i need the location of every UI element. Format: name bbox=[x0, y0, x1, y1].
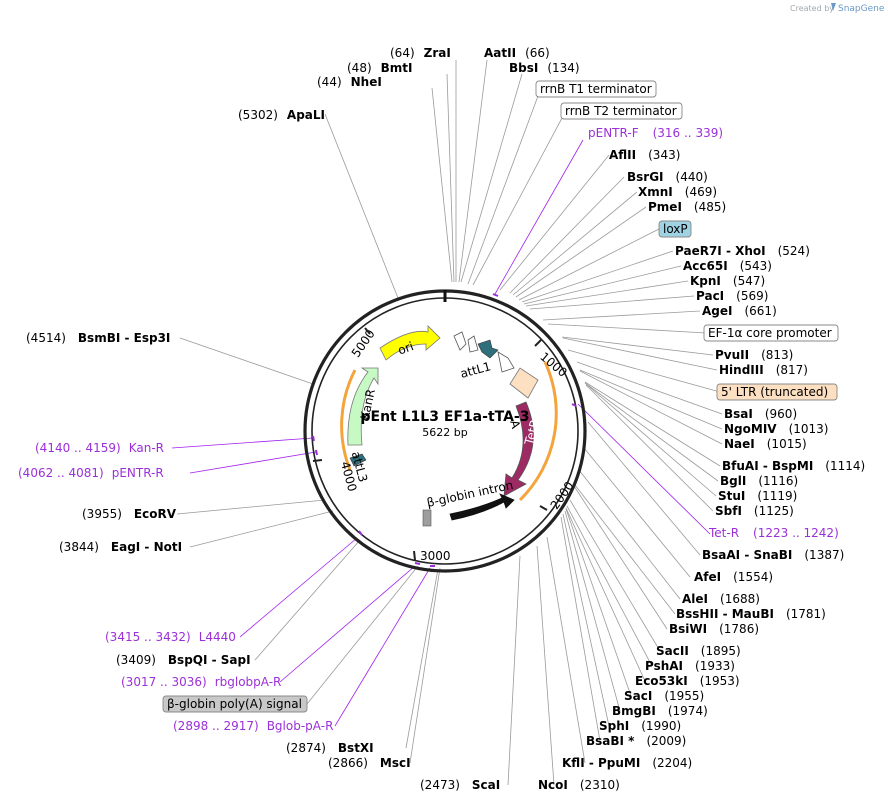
enzyme-kpni: KpnI(547) bbox=[690, 274, 765, 288]
enzyme-xmni: XmnI(469) bbox=[638, 185, 717, 199]
enzyme-eagi: (3844)EagI - NotI bbox=[59, 540, 182, 554]
attl1-feature-arrow[interactable] bbox=[477, 339, 499, 359]
primer-markers bbox=[312, 293, 577, 567]
primer-l4440: (3415 .. 3432)L4440 bbox=[105, 630, 236, 644]
enzyme-kfli: KflI - PpuMI(2204) bbox=[562, 756, 692, 770]
primer-kan-r: (4140 .. 4159)Kan-R bbox=[35, 441, 164, 455]
enzyme-apali: (5302)ApaLI bbox=[238, 108, 325, 122]
tick-2000: 2000 bbox=[548, 479, 577, 512]
ruler-ticks bbox=[312, 327, 548, 561]
enzyme-bsaai: BsaAI - SnaBI(1387) bbox=[702, 548, 844, 562]
enzyme-naei: NaeI(1015) bbox=[724, 437, 807, 451]
enzyme-bsshii: BssHII - MauBI(1781) bbox=[676, 607, 826, 621]
feature-box-bglob-polya[interactable]: β-globin poly(A) signal bbox=[162, 695, 308, 713]
enzyme-stui: StuI(1119) bbox=[718, 489, 797, 503]
feature-box-rrnb-t1[interactable]: rrnB T1 terminator bbox=[535, 80, 657, 98]
enzyme-aatii: AatII(66) bbox=[484, 46, 550, 60]
enzyme-hindiii: HindIII(817) bbox=[719, 363, 808, 377]
feature-box-rrnb-t2-label: rrnB T2 terminator bbox=[565, 104, 677, 118]
small-white-arrow-2 bbox=[467, 335, 479, 353]
enzyme-scai: (2473)ScaI bbox=[420, 778, 500, 792]
enzyme-bmgbi: BmgBI(1974) bbox=[612, 704, 708, 718]
primer-bglob-pa-r: (2898 .. 2917)Bglob-pA-R bbox=[173, 719, 333, 733]
kanr-orange-arc bbox=[340, 369, 357, 471]
enzyme-acc65i: Acc65I(543) bbox=[683, 259, 772, 273]
attl3-feature-arrow[interactable] bbox=[349, 453, 367, 467]
primer-pentr-f: pENTR-F(316 .. 339) bbox=[588, 126, 723, 140]
tetr-label: TetR bbox=[522, 418, 542, 447]
enzyme-alei: AleI(1688) bbox=[682, 592, 760, 606]
plasmid-size: 5622 bp bbox=[422, 426, 467, 439]
attl1-label: attL1 bbox=[459, 359, 493, 381]
enzyme-paci: PacI(569) bbox=[696, 289, 768, 303]
feature-box-loxp[interactable]: loxP bbox=[658, 220, 692, 238]
credit-prefix: Created by bbox=[790, 4, 834, 13]
plasmid-name: pEnt L1L3 EF1a-tTA-3 bbox=[361, 409, 530, 425]
feature-box-rrnb-t1-label: rrnB T1 terminator bbox=[540, 82, 652, 96]
bglobin-intron-arrow[interactable] bbox=[449, 493, 515, 521]
enzyme-zrai: (64)ZraI bbox=[390, 46, 451, 60]
feature-box-ef1a[interactable]: EF-1α core promoter bbox=[703, 324, 839, 342]
enzyme-agei: AgeI(661) bbox=[702, 304, 777, 318]
small-white-arrow-3 bbox=[497, 351, 515, 373]
feature-box-ef1a-label: EF-1α core promoter bbox=[708, 326, 832, 340]
enzyme-bstxi: (2874)BstXI bbox=[286, 741, 374, 755]
enzyme-bsabi: BsaBI *(2009) bbox=[586, 734, 686, 748]
enzyme-bmti: (48)BmtI bbox=[347, 61, 413, 75]
enzyme-sacii: SacII(1895) bbox=[656, 644, 741, 658]
bglobin-polya-block[interactable] bbox=[422, 509, 432, 527]
enzyme-bbsi: BbsI(134) bbox=[509, 61, 580, 75]
primer-tet-r: Tet-R(1223 .. 1242) bbox=[708, 526, 839, 540]
enzyme-bgli: BglI(1116) bbox=[720, 474, 798, 488]
snapgene-logo-icon bbox=[831, 3, 836, 11]
enzyme-bspqi: (3409)BspQI - SapI bbox=[116, 653, 251, 667]
enzyme-bsai: BsaI(960) bbox=[724, 407, 797, 421]
feature-box-ltr[interactable]: 5' LTR (truncated) bbox=[716, 383, 838, 401]
primer-pentr-r: (4062 .. 4081)pENTR-R bbox=[18, 466, 164, 480]
enzyme-sphi: SphI(1990) bbox=[599, 719, 681, 733]
feature-box-rrnb-t2[interactable]: rrnB T2 terminator bbox=[560, 102, 683, 120]
enzyme-pmei: PmeI(485) bbox=[648, 200, 726, 214]
feature-box-ltr-label: 5' LTR (truncated) bbox=[721, 385, 828, 399]
tetr-orange-arc bbox=[518, 361, 558, 502]
enzyme-bsmbi: (4514)BsmBI - Esp3I bbox=[26, 331, 170, 345]
credit-brand[interactable]: SnapGene bbox=[838, 4, 885, 14]
enzyme-pshai: PshAI(1933) bbox=[645, 659, 735, 673]
enzyme-pvuii: PvuII(813) bbox=[715, 348, 793, 362]
enzyme-nhei: (44)NheI bbox=[317, 75, 382, 89]
primer-leader-lines bbox=[171, 139, 711, 727]
kanr-label: KanR bbox=[358, 388, 378, 421]
tick-5000: 5000 bbox=[349, 327, 378, 360]
enzyme-saci: SacI(1955) bbox=[624, 689, 704, 703]
enzyme-eco53ki: Eco53kI(1953) bbox=[635, 674, 740, 688]
enzyme-msci: (2866)MscI bbox=[328, 756, 411, 770]
feature-box-loxp-label: loxP bbox=[663, 222, 688, 236]
enzyme-ecorv: (3955)EcoRV bbox=[82, 507, 177, 521]
enzyme-leader-lines bbox=[176, 59, 723, 786]
enzyme-sbfi: SbfI(1125) bbox=[715, 504, 794, 518]
enzyme-ngomiv: NgoMIV(1013) bbox=[724, 422, 828, 436]
feature-box-bglob-polya-label: β-globin poly(A) signal bbox=[167, 697, 302, 711]
small-white-arrow-1 bbox=[453, 331, 467, 351]
ori-feature-arrow[interactable] bbox=[379, 325, 441, 361]
enzyme-aflii: AflII(343) bbox=[609, 148, 680, 162]
enzyme-bsrgi: BsrGI(440) bbox=[627, 170, 708, 184]
enzyme-bfuai: BfuAI - BspMI(1114) bbox=[722, 459, 865, 473]
enzyme-paer7i: PaeR7I - XhoI(524) bbox=[675, 244, 810, 258]
enzyme-ncoi: NcoI(2310) bbox=[538, 778, 620, 792]
kanr-feature-arrow[interactable] bbox=[347, 367, 379, 446]
enzyme-afei: AfeI(1554) bbox=[694, 570, 773, 584]
primer-rbglobpa-r: (3017 .. 3036)rbglobpA-R bbox=[121, 675, 281, 689]
bglobin-intron-label: β-globin intron bbox=[425, 478, 514, 510]
tick-3000: 3000 bbox=[420, 549, 451, 563]
ori-label: ori bbox=[396, 339, 415, 357]
enzyme-bsiwi: BsiWI(1786) bbox=[669, 622, 759, 636]
ltr-feature-block[interactable] bbox=[509, 367, 539, 399]
